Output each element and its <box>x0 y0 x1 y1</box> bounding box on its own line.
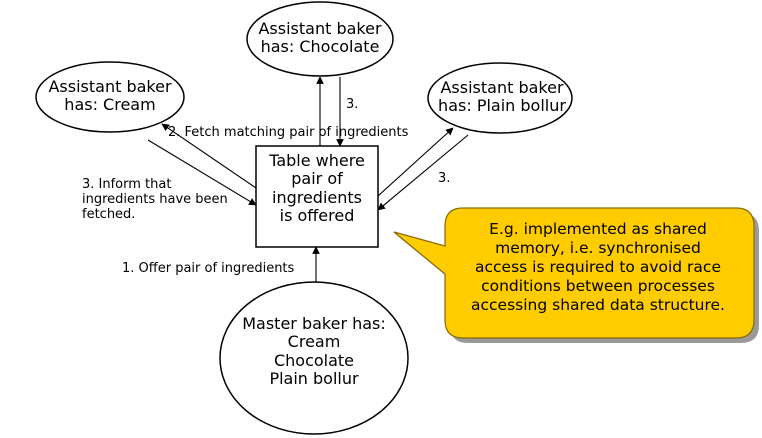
callout-text: E.g. implemented as shared memory, i.e. … <box>471 220 725 315</box>
table-line-4: is offered <box>279 206 355 226</box>
inform-label-left: 3. Inform that ingredients have been fet… <box>82 177 228 223</box>
callout-line-2: memory, i.e. synchronised <box>495 238 701 257</box>
inform-label-right: 3. <box>438 171 451 186</box>
master-baker-line-3: Chocolate <box>273 350 355 370</box>
inform-label-top: 3. <box>346 97 359 112</box>
cream-baker-node <box>35 61 185 133</box>
plain-bollur-baker-label: Assistant baker has: Plain bollur <box>438 78 566 116</box>
cream-baker-line-1: Assistant baker <box>48 77 172 96</box>
inform-arrow-plain-bollur <box>377 134 469 211</box>
table-node <box>255 145 379 248</box>
table-line-3: ingredients <box>271 187 363 207</box>
inform-label-left-line-1: 3. Inform that <box>82 177 172 192</box>
master-baker-line-1: Master baker has: <box>242 314 386 333</box>
offer-label: 1. Offer pair of ingredients <box>122 261 295 276</box>
callout-shape <box>393 207 755 339</box>
table-label: Table where pair of ingredients is offer… <box>269 151 365 226</box>
chocolate-baker-line-2: has: Chocolate <box>260 37 380 57</box>
table-line-2: pair of <box>291 169 343 189</box>
fetch-arrow-plain-bollur <box>377 127 454 197</box>
inform-arrow-cream <box>147 139 257 206</box>
cream-baker-line-2: has: Cream <box>64 95 156 115</box>
inform-label-left-line-2: ingredients have been <box>82 191 228 207</box>
plain-bollur-baker-node <box>427 62 573 134</box>
inform-label-left-line-3: fetched. <box>82 206 136 222</box>
fetch-arrow-cream <box>161 123 257 189</box>
callout-line-3: access is required to avoid race <box>475 257 721 276</box>
callout-line-4: conditions between processes <box>481 276 715 295</box>
callout-line-1: E.g. implemented as shared <box>489 220 707 238</box>
fetch-label: 2. Fetch matching pair of ingredients <box>168 125 409 140</box>
master-baker-line-4: Plain bollur <box>269 369 359 389</box>
callout-line-5: accessing shared data structure. <box>471 295 725 314</box>
cream-baker-label: Assistant baker has: Cream <box>48 77 172 115</box>
chocolate-baker-line-1: Assistant baker <box>258 19 382 38</box>
master-baker-label: Master baker has: Cream Chocolate Plain … <box>242 314 386 389</box>
plain-bollur-baker-line-2: has: Plain bollur <box>438 96 566 116</box>
chocolate-baker-node <box>246 1 394 77</box>
master-baker-node <box>219 281 409 435</box>
chocolate-baker-label: Assistant baker has: Chocolate <box>258 19 382 57</box>
master-baker-line-2: Cream <box>287 332 341 352</box>
table-line-1: Table where <box>269 151 365 170</box>
plain-bollur-baker-line-1: Assistant baker <box>440 78 564 97</box>
